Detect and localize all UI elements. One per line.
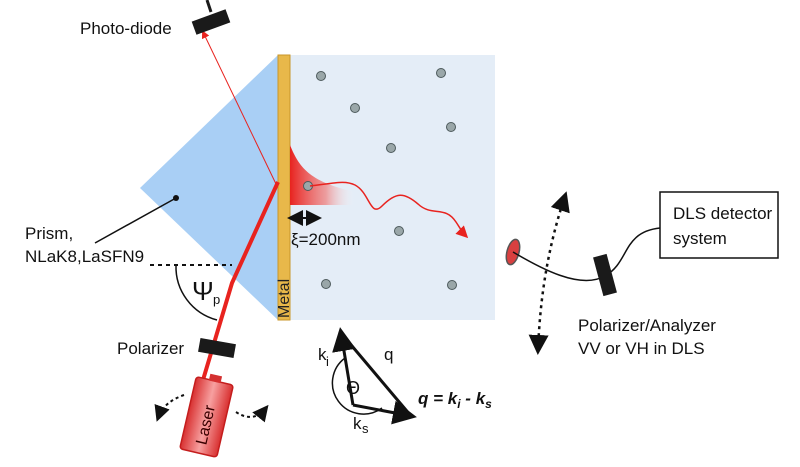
equation-equals: = bbox=[428, 389, 447, 408]
prism-label-line2: NLaK8,LaSFN9 bbox=[25, 247, 144, 266]
laser-rotate-right-arrow bbox=[235, 404, 269, 423]
dls-label-line1: DLS detector bbox=[673, 204, 773, 223]
equation: q = ki - ks bbox=[418, 389, 492, 411]
equation-i: i bbox=[457, 397, 461, 411]
photodiode bbox=[191, 0, 231, 35]
equation-s: s bbox=[485, 397, 492, 411]
particle bbox=[321, 279, 331, 289]
prism-pointer bbox=[94, 197, 177, 244]
equation-k2: k bbox=[476, 389, 487, 408]
ks-label: k bbox=[353, 414, 362, 433]
particle bbox=[386, 143, 396, 153]
reflected-beam bbox=[201, 30, 277, 185]
equation-minus: - bbox=[461, 389, 476, 408]
particle bbox=[446, 122, 456, 132]
laser: Laser bbox=[179, 373, 234, 458]
particle bbox=[447, 280, 457, 290]
polarizer bbox=[198, 337, 236, 359]
angle-subscript: p bbox=[213, 292, 220, 307]
metal-label: Metal bbox=[276, 279, 293, 318]
equation-k1: k bbox=[448, 389, 459, 408]
particles bbox=[303, 68, 457, 290]
analyzer bbox=[593, 253, 617, 297]
ki-label: k bbox=[318, 345, 327, 364]
analyzer-label-line2: VV or VH in DLS bbox=[578, 339, 705, 358]
particle bbox=[436, 68, 446, 78]
prism-label-line1: Prism, bbox=[25, 224, 73, 243]
ks-subscript: s bbox=[362, 421, 369, 436]
photodiode-label: Photo-diode bbox=[80, 19, 172, 38]
angle-arc bbox=[175, 264, 218, 321]
particle bbox=[394, 226, 404, 236]
analyzer-label-line1: Polarizer/Analyzer bbox=[578, 316, 716, 335]
particle bbox=[350, 103, 360, 113]
polarizer-label: Polarizer bbox=[117, 339, 184, 358]
equation-q: q bbox=[418, 389, 429, 408]
detector-rotate-arrow bbox=[528, 191, 570, 355]
detector-cable bbox=[512, 227, 661, 282]
ki-subscript: i bbox=[326, 354, 329, 369]
scattering-triangle bbox=[331, 327, 417, 425]
q-label: q bbox=[384, 345, 393, 364]
angle-symbol: Ψ bbox=[192, 276, 214, 306]
dls-label-line2: system bbox=[673, 229, 727, 248]
incident-beam bbox=[198, 181, 280, 391]
prism-pointer-dot bbox=[173, 195, 179, 201]
dls-detector-box bbox=[659, 191, 779, 259]
laser-rotate-left-arrow bbox=[154, 394, 185, 422]
particle bbox=[316, 71, 326, 81]
decay-length-label: ξ=200nm bbox=[291, 230, 361, 249]
theta-label: Θ bbox=[346, 378, 360, 398]
particle-trajectory bbox=[309, 181, 469, 239]
